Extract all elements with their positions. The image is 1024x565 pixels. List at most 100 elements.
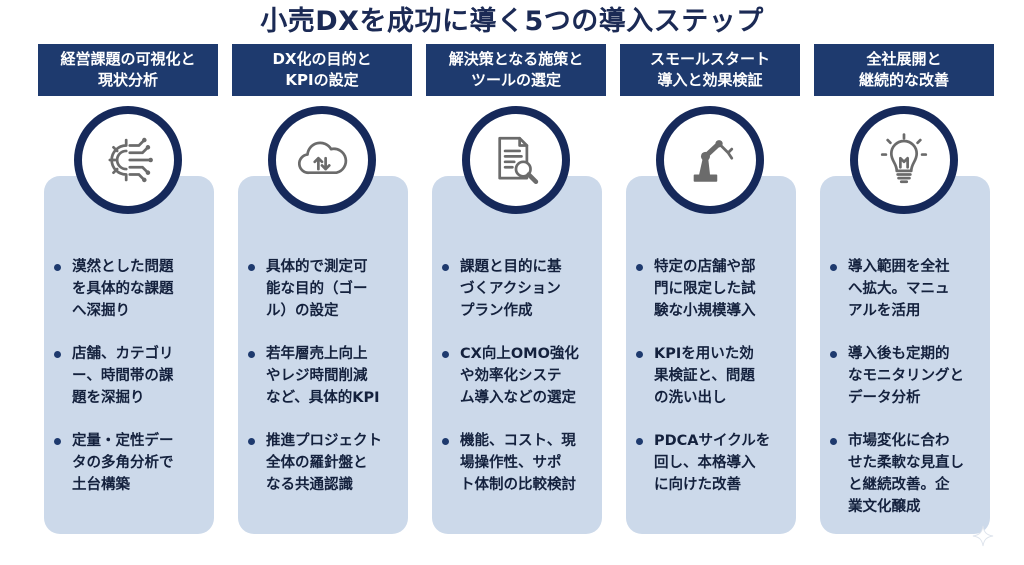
bullet-line: に向けた改善 — [654, 477, 741, 493]
bullet-line: CX向上OMO強化 — [460, 346, 579, 362]
step-card — [626, 176, 796, 534]
bullet-line: せた柔軟な見直し — [848, 455, 964, 471]
robot-arm-icon — [693, 140, 734, 182]
bullet-line: を具体的な課題 — [72, 281, 174, 297]
bullet-list: 漠然とした問題 を具体的な課題 へ深掘り 店舗、カテゴリ ー、時間帯の課 題を深… — [52, 256, 216, 517]
step-header-line: KPIの設定 — [285, 71, 359, 89]
bullet-dot — [830, 351, 837, 358]
document-search-icon — [498, 136, 539, 185]
step-3: 解決策となる施策と ツールの選定 課題と目的に基 づくアクション プラン作成 — [426, 44, 606, 560]
cloud-sync-icon — [297, 141, 348, 175]
bullet-line: 全体の羅針盤と — [266, 455, 368, 471]
bullet-item: CX向上OMO強化 や効率化システ ム導入などの選定 — [440, 343, 604, 409]
bullet-line: 能な目的（ゴー — [266, 281, 368, 297]
bullet-line: ト体制の比較検討 — [460, 477, 576, 493]
bullet-line: や効率化システ — [460, 368, 562, 384]
step-header-line: ツールの選定 — [470, 71, 561, 89]
step-header-line: 解決策となる施策と — [448, 50, 584, 68]
bullet-list: 具体的で測定可 能な目的（ゴー ル）の設定 若年層売上向上 やレジ時間削減 など… — [246, 256, 410, 517]
step-header: 解決策となる施策と ツールの選定 — [426, 44, 606, 96]
bullet-item: 課題と目的に基 づくアクション プラン作成 — [440, 256, 604, 322]
step-2: DX化の目的と KPIの設定 具体的で測定可 能な目的（ゴー ル）の設定 若年層… — [232, 44, 412, 560]
bullet-item: 漠然とした問題 を具体的な課題 へ深掘り — [52, 256, 216, 322]
bullet-item: KPIを用いた効 果検証と、問題 の洗い出し — [634, 343, 798, 409]
bullet-item: 市場変化に合わ せた柔軟な見直し と継続改善。企 業文化醸成 — [828, 430, 992, 518]
bullet-item: 定量・定性デー タの多角分析で 土台構築 — [52, 430, 216, 496]
bullet-line: 若年層売上向上 — [266, 346, 368, 362]
bullet-dot — [54, 438, 61, 445]
bullet-item: 店舗、カテゴリ ー、時間帯の課 題を深掘り — [52, 343, 216, 409]
step-card — [238, 176, 408, 534]
step-5: 全社展開と 継続的な改善 導入範囲を全社 へ拡大。マニュ アルを活用 導入後も定… — [814, 44, 994, 560]
bullet-line: やレジ時間削減 — [266, 368, 368, 384]
step-header: 経営課題の可視化と 現状分析 — [38, 44, 218, 96]
bullet-line: 店舗、カテゴリ — [72, 346, 174, 362]
bullet-dot — [442, 264, 449, 271]
bullet-line: 回し、本格導入 — [654, 455, 756, 471]
bullet-dot — [636, 438, 643, 445]
step-header: DX化の目的と KPIの設定 — [232, 44, 412, 96]
bullet-item: 推進プロジェクト 全体の羅針盤と なる共通認識 — [246, 430, 410, 496]
steps-row: 経営課題の可視化と 現状分析 漠然とした問題 を具体的な課題 へ深掘り 店舗、カ… — [38, 44, 994, 560]
bullet-item: 特定の店舗や部 門に限定した試 験な小規模導入 — [634, 256, 798, 322]
bullet-line: と継続改善。企 — [848, 477, 950, 493]
bullet-line: 特定の店舗や部 — [654, 259, 756, 275]
bullet-line: 導入範囲を全社 — [848, 259, 950, 275]
step-header-line: スモールスタート — [649, 50, 770, 68]
bullet-item: 具体的で測定可 能な目的（ゴー ル）の設定 — [246, 256, 410, 322]
bullet-item: 導入後も定期的 なモニタリングと データ分析 — [828, 343, 992, 409]
bullet-line: など、具体的KPI — [266, 390, 380, 406]
bullet-dot — [830, 438, 837, 445]
bullet-line: ム導入などの選定 — [460, 390, 576, 406]
icon-circle — [656, 106, 764, 214]
bullet-line: 導入後も定期的 — [848, 346, 950, 362]
bullet-line: 漠然とした問題 — [72, 259, 174, 275]
icon-circle — [462, 106, 570, 214]
bullet-dot — [248, 264, 255, 271]
bullet-line: なモニタリングと — [848, 368, 964, 384]
bullet-line: データ分析 — [848, 390, 921, 406]
bullet-line: ー、時間帯の課 — [72, 368, 174, 384]
step-card — [44, 176, 214, 534]
bullet-line: プラン作成 — [460, 303, 533, 319]
bullet-line: 験な小規模導入 — [654, 303, 756, 319]
step-card — [820, 176, 990, 534]
bullet-line: 業文化醸成 — [848, 499, 921, 515]
bullet-dot — [830, 264, 837, 271]
icon-circle — [850, 106, 958, 214]
bullet-list: 課題と目的に基 づくアクション プラン作成 CX向上OMO強化 や効率化システ … — [440, 256, 604, 517]
bullet-item: 若年層売上向上 やレジ時間削減 など、具体的KPI — [246, 343, 410, 409]
bullet-line: 定量・定性デー — [72, 433, 174, 449]
bullet-item: 導入範囲を全社 へ拡大。マニュ アルを活用 — [828, 256, 992, 322]
gear-circuit-icon — [108, 137, 153, 183]
step-header-line: 現状分析 — [97, 71, 158, 89]
bullet-line: 門に限定した試 — [654, 281, 756, 297]
bullet-line: KPIを用いた効 — [654, 346, 754, 362]
step-header-line: 継続的な改善 — [858, 71, 949, 89]
bullet-line: PDCAサイクルを — [654, 433, 771, 449]
sparkle-icon — [972, 525, 994, 547]
bullet-list: 導入範囲を全社 へ拡大。マニュ アルを活用 導入後も定期的 なモニタリングと デ… — [828, 256, 992, 539]
bullet-line: タの多角分析で — [72, 455, 174, 471]
bullet-line: へ深掘り — [72, 303, 130, 319]
bullet-line: 課題と目的に基 — [460, 259, 562, 275]
step-4: スモールスタート 導入と効果検証 特定の店舗や部 門に限定した試 — [620, 44, 800, 560]
step-header: 全社展開と 継続的な改善 — [814, 44, 994, 96]
bullet-line: 推進プロジェクト — [266, 433, 382, 449]
bullet-line: へ拡大。マニュ — [848, 281, 950, 297]
bullet-item: 機能、コスト、現 場操作性、サポ ト体制の比較検討 — [440, 430, 604, 496]
bullet-line: づくアクション — [460, 281, 561, 297]
lightbulb-icon — [880, 133, 928, 184]
bullet-dot — [636, 351, 643, 358]
bullet-item: PDCAサイクルを 回し、本格導入 に向けた改善 — [634, 430, 798, 496]
step-header-line: DX化の目的と — [272, 50, 372, 68]
step-header-line: 経営課題の可視化と — [60, 50, 196, 68]
bullet-line: 土台構築 — [72, 477, 130, 493]
bullet-line: アルを活用 — [848, 303, 921, 319]
bullet-line: ル）の設定 — [266, 303, 339, 319]
bullet-line: の洗い出し — [654, 390, 727, 406]
step-header: スモールスタート 導入と効果検証 — [620, 44, 800, 96]
bullet-line: 果検証と、問題 — [654, 368, 755, 384]
icon-circle — [74, 106, 182, 214]
step-card — [432, 176, 602, 534]
